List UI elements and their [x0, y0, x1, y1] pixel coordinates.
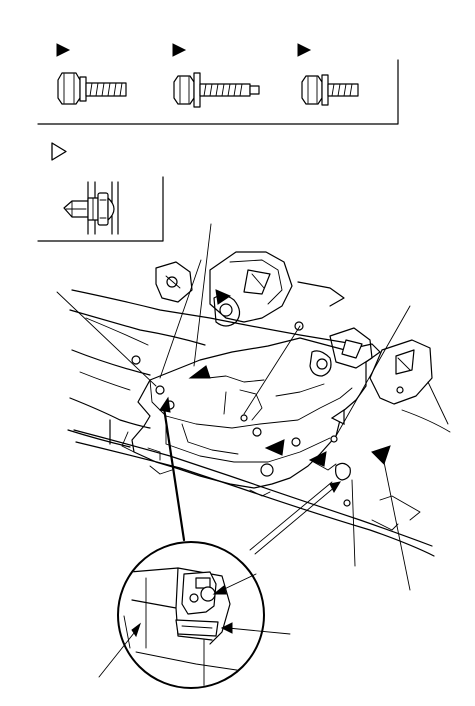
leader-lines — [56, 223, 449, 591]
washer-bolt-icon — [173, 72, 260, 108]
detail-arrows — [159, 396, 342, 555]
bracket-assembly — [67, 251, 451, 557]
filled-triangle-icon — [188, 365, 211, 379]
clip-legend-frame — [37, 176, 164, 242]
hollow-triangle-icon — [330, 408, 345, 425]
hollow-triangle-icon — [51, 142, 67, 161]
filled-triangle-icon — [264, 439, 285, 456]
mounting-bracket — [121, 321, 381, 507]
clip-legend — [37, 142, 164, 242]
filled-triangle-icon — [308, 451, 327, 467]
filled-triangle-icon — [297, 43, 312, 57]
fastener-markers — [188, 289, 391, 467]
side-bracket — [309, 327, 433, 405]
legend-frame — [37, 59, 399, 125]
push-clip — [335, 462, 351, 481]
lower-rail — [73, 409, 451, 557]
body-panel — [67, 289, 361, 448]
filled-triangle-icon — [56, 43, 71, 57]
push-clip-icon — [63, 181, 119, 235]
filled-triangle-icon — [172, 43, 187, 57]
filled-triangle-icon — [215, 289, 232, 305]
upper-bracket — [155, 251, 345, 327]
flange-bolt-short-icon — [301, 74, 359, 106]
filled-triangle-icon — [371, 445, 391, 465]
flange-bolt-icon — [57, 72, 127, 105]
fastener-legend — [37, 43, 399, 125]
detail-magnifier — [98, 541, 291, 689]
